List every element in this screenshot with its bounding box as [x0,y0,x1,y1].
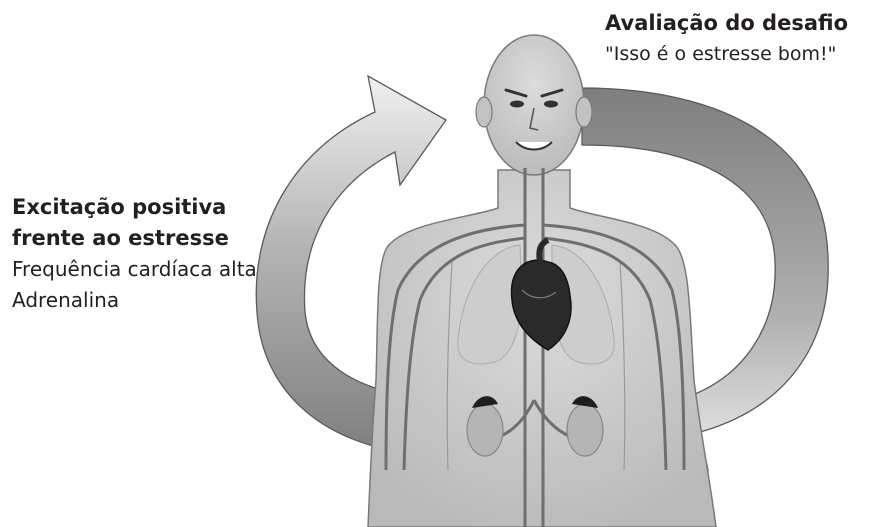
challenge-appraisal-quote: "Isso é o estresse bom!" [605,39,848,70]
challenge-appraisal-label: Avaliação do desafio "Isso é o estresse … [605,8,848,70]
positive-arousal-title-line1: Excitação positiva [12,192,257,223]
positive-arousal-title-line2: frente ao estresse [12,223,257,254]
head [476,35,592,175]
positive-arousal-label: Excitação positiva frente ao estresse Fr… [12,192,257,316]
arousal-item-heart-rate: Frequência cardíaca alta [12,254,257,285]
arousal-item-adrenaline: Adrenalina [12,285,257,316]
challenge-appraisal-title: Avaliação do desafio [605,8,848,39]
